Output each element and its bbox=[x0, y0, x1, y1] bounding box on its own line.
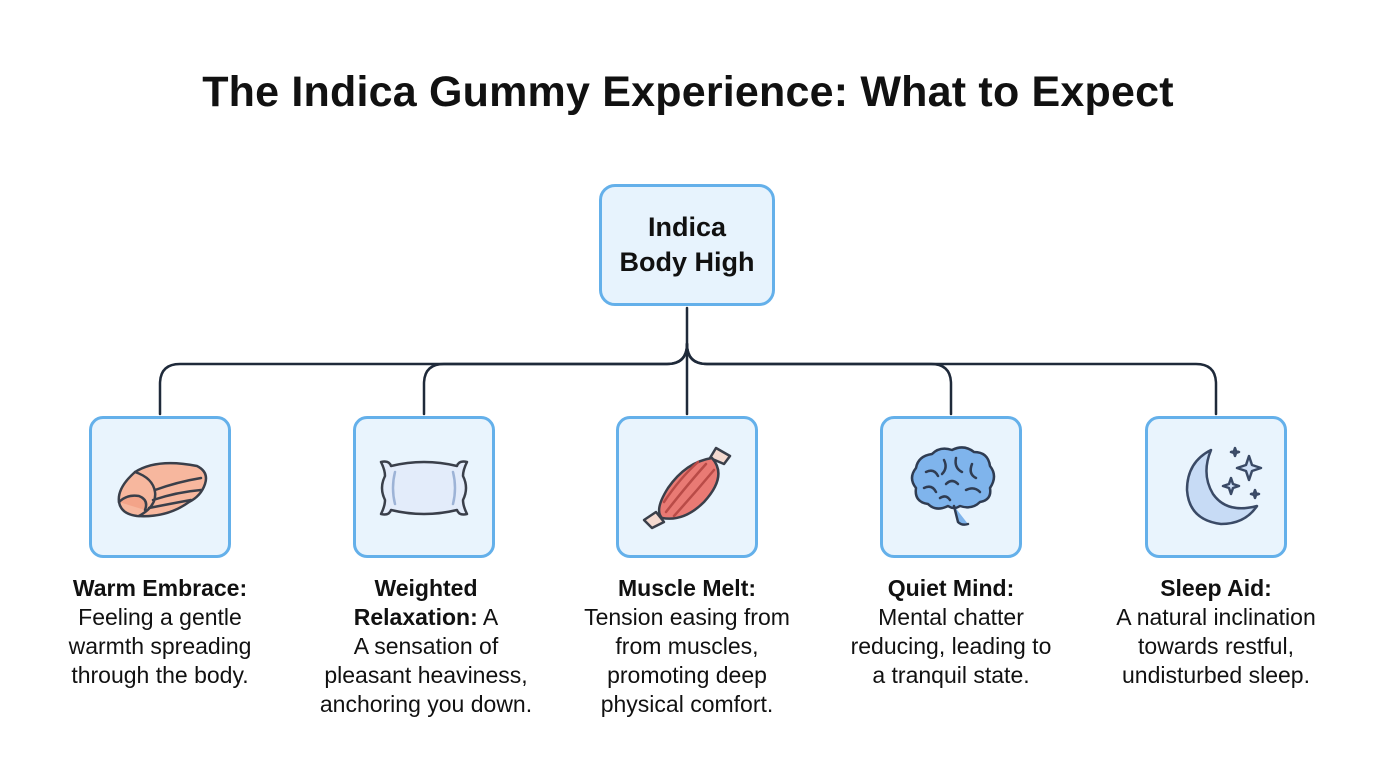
effect-description: warmth spreading bbox=[68, 633, 252, 659]
connector-branch-4 bbox=[685, 342, 953, 416]
effect-description: anchoring you down. bbox=[319, 691, 533, 717]
effect-text-warm-embrace: Warm Embrace: Feeling a gentle warmth sp… bbox=[28, 574, 292, 690]
effect-line: a tranquil state. bbox=[819, 661, 1083, 690]
effect-description: through the body. bbox=[71, 662, 249, 688]
effect-heading: Warm Embrace: bbox=[72, 575, 248, 601]
folded-blanket-icon bbox=[117, 461, 208, 518]
moon-stars-icon bbox=[1185, 446, 1263, 526]
effect-line: pleasant heaviness, bbox=[294, 661, 558, 690]
effect-description: from muscles, bbox=[615, 633, 759, 659]
effect-line: A sensation of bbox=[294, 632, 558, 661]
effect-description: A natural inclination bbox=[1116, 604, 1316, 630]
effect-description: towards restful, bbox=[1138, 633, 1294, 659]
effect-card-warm-embrace bbox=[89, 416, 231, 558]
effect-card-quiet-mind bbox=[880, 416, 1022, 558]
root-label-line2: Body High bbox=[619, 247, 755, 277]
effect-description: Feeling a gentle bbox=[78, 604, 242, 630]
root-label-line1: Indica bbox=[647, 212, 727, 242]
effect-line: Feeling a gentle bbox=[28, 603, 292, 632]
effect-line: Relaxation: A bbox=[353, 604, 499, 630]
effect-line: Tension easing from bbox=[555, 603, 819, 632]
effect-line: Muscle Melt: bbox=[555, 574, 819, 603]
effect-line: A natural inclination bbox=[1084, 603, 1348, 632]
effect-text-weighted-relaxation: Weighted Relaxation: A A sensation of pl… bbox=[294, 574, 558, 719]
effect-description: physical comfort. bbox=[600, 691, 774, 717]
effect-line: warmth spreading bbox=[28, 632, 292, 661]
effect-line: through the body. bbox=[28, 661, 292, 690]
effect-card-weighted-relaxation bbox=[353, 416, 495, 558]
effect-line: Warm Embrace: bbox=[28, 574, 292, 603]
effect-description: pleasant heaviness, bbox=[324, 662, 528, 688]
effect-line: towards restful, bbox=[1084, 632, 1348, 661]
pillow-icon bbox=[379, 460, 469, 516]
effect-line: Weighted bbox=[294, 574, 558, 603]
effect-card-sleep-aid bbox=[1145, 416, 1287, 558]
effect-text-quiet-mind: Quiet Mind: Mental chatter reducing, lea… bbox=[819, 574, 1083, 690]
effect-line: anchoring you down. bbox=[294, 690, 558, 719]
effect-heading: Muscle Melt: bbox=[617, 575, 757, 601]
muscle-icon bbox=[642, 446, 732, 530]
effect-line: Quiet Mind: bbox=[819, 574, 1083, 603]
effect-line: reducing, leading to bbox=[819, 632, 1083, 661]
effect-text-sleep-aid: Sleep Aid: A natural inclination towards… bbox=[1084, 574, 1348, 690]
effect-line: from muscles, bbox=[555, 632, 819, 661]
effect-description: Mental chatter bbox=[878, 604, 1024, 630]
effect-line: promoting deep bbox=[555, 661, 819, 690]
effect-line: Mental chatter bbox=[819, 603, 1083, 632]
effect-description: Tension easing from bbox=[584, 604, 790, 630]
root-node: Indica Body High bbox=[599, 184, 775, 306]
effect-description: a tranquil state. bbox=[872, 662, 1030, 688]
effect-line: undisturbed sleep. bbox=[1084, 661, 1348, 690]
effect-description: A sensation of bbox=[353, 633, 499, 659]
effect-heading: Sleep Aid: bbox=[1160, 575, 1272, 601]
effect-description: undisturbed sleep. bbox=[1122, 662, 1310, 688]
effect-heading: Quiet Mind: bbox=[887, 575, 1015, 601]
effect-heading: Weighted bbox=[374, 575, 478, 601]
effect-description: promoting deep bbox=[607, 662, 767, 688]
effect-card-muscle-melt bbox=[616, 416, 758, 558]
effect-line: physical comfort. bbox=[555, 690, 819, 719]
connector-branch-2 bbox=[422, 342, 689, 416]
diagram-title: The Indica Gummy Experience: What to Exp… bbox=[202, 68, 1174, 116]
effect-description: reducing, leading to bbox=[850, 633, 1052, 659]
effect-line: Sleep Aid: bbox=[1084, 574, 1348, 603]
effect-heading: Relaxation: bbox=[353, 604, 478, 630]
brain-icon bbox=[910, 446, 996, 526]
effect-text-muscle-melt: Muscle Melt: Tension easing from from mu… bbox=[555, 574, 819, 719]
connector-branch-5 bbox=[685, 342, 1218, 416]
